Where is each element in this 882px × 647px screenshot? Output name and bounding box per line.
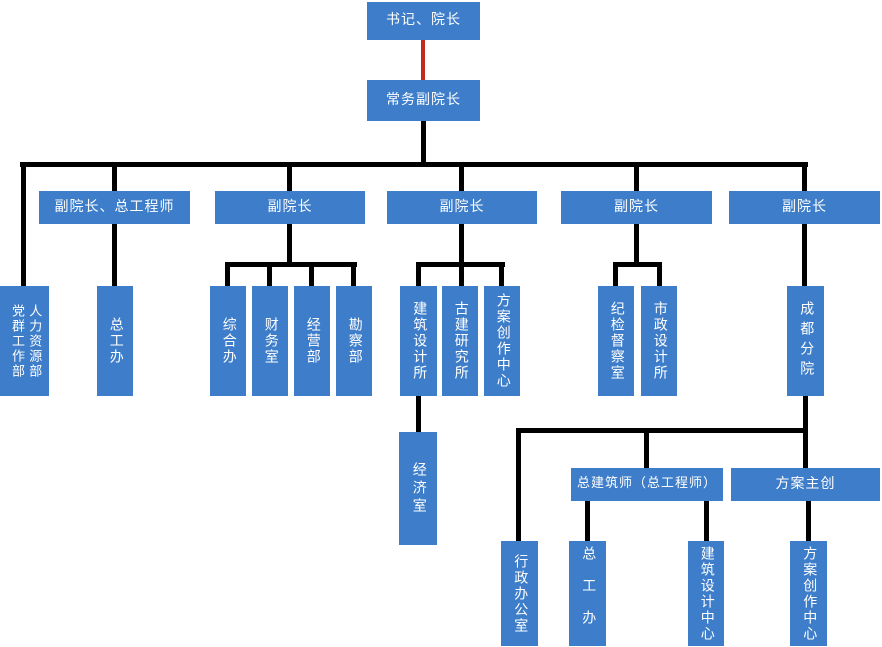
node-survey: 勘察部: [336, 286, 372, 396]
node-chief-architect: 总建筑师（总工程师）: [571, 468, 723, 501]
connector-drop-admin-office: [516, 428, 521, 541]
node-chengdu-branch: 成都分院: [787, 286, 824, 396]
connector-drop-vp1: [287, 167, 292, 191]
node-architecture-institute: 建筑设计所: [400, 286, 437, 396]
node-label: 常务副院长: [386, 91, 461, 108]
node-finance: 财务室: [252, 286, 288, 396]
node-label: 副院长: [614, 198, 659, 215]
node-general-office: 综合办: [210, 286, 246, 396]
connector-drop-vp2: [459, 167, 464, 191]
connector-drop-chief-architect: [644, 433, 649, 468]
node-concept-creation-center: 方案创作中心: [484, 286, 520, 396]
node-executive: 常务副院长: [367, 80, 480, 121]
connector-drop-vp4: [802, 167, 807, 191]
connector-below-vp-chief: [112, 224, 117, 286]
connector-drop-architecture-center: [704, 501, 709, 541]
connector-drop-vp-chief: [112, 167, 117, 191]
connector-vp1-horizontal: [225, 262, 357, 267]
node-label: 方案主创: [775, 475, 836, 492]
node-label: 经营部: [304, 317, 321, 365]
connector-drop-ancient-architecture: [459, 262, 464, 286]
node-discipline-inspection: 纪检督察室: [598, 286, 634, 396]
node-label: 方案创作中心: [494, 293, 511, 389]
node-operations: 经营部: [294, 286, 330, 396]
connector-executive-riser: [421, 121, 426, 162]
connector-drop-operations: [309, 262, 314, 286]
node-concept-lead: 方案主创: [731, 468, 880, 501]
connector-drop-municipal-design: [657, 262, 662, 286]
connector-chengdu-horizontal: [516, 428, 808, 433]
connector-below-vp3: [634, 224, 639, 267]
connector-below-vp2: [459, 224, 464, 267]
node-concept-creation-center-chengdu: 方案创作中心: [790, 541, 827, 646]
connector-below-vp1: [287, 224, 292, 267]
node-vp2: 副院长: [387, 191, 537, 224]
node-label: 财务室: [262, 317, 279, 365]
node-label: 行政办公室: [512, 553, 529, 634]
connector-drop-discipline-inspection: [613, 262, 618, 286]
connector-below-vp4: [802, 224, 807, 286]
node-label: 总建筑师（总工程师）: [576, 476, 717, 492]
connector-below-chengdu: [803, 396, 808, 433]
node-label: 副院长: [782, 198, 827, 215]
node-vp3: 副院长: [561, 191, 712, 224]
node-root: 书记、院长: [367, 2, 480, 40]
connector-architecture-economics: [416, 396, 421, 432]
node-chief-engineer-office-chengdu: 总工办: [569, 541, 606, 646]
connector-drop-finance: [267, 262, 272, 286]
node-label: 经济室: [410, 461, 427, 516]
node-label: 古建研究所: [452, 301, 469, 381]
node-label: 书记、院长: [386, 12, 461, 29]
connector-vp3-horizontal: [613, 262, 662, 267]
connector-drop-survey: [351, 262, 356, 286]
node-label: 总工办: [107, 317, 124, 365]
node-label: 总工办: [580, 545, 597, 642]
node-municipal-design: 市政设计所: [641, 286, 677, 396]
connector-root-executive: [421, 40, 425, 80]
node-label: 副院长、总工程师: [54, 198, 175, 215]
connector-main-horizontal: [20, 162, 808, 167]
node-admin-office: 行政办公室: [501, 541, 538, 646]
connector-drop-vp3: [634, 167, 639, 191]
node-chief-engineer-office: 总工办: [97, 286, 133, 396]
node-label: 勘察部: [346, 317, 363, 365]
node-label: 建筑设计中心: [698, 545, 715, 642]
node-label: 副院长: [267, 198, 313, 215]
node-ancient-architecture: 古建研究所: [442, 286, 478, 396]
node-architecture-center: 建筑设计中心: [688, 541, 724, 646]
node-label: 纪检督察室: [608, 301, 625, 381]
node-label: 成都分院: [798, 301, 815, 381]
node-vp1: 副院长: [215, 191, 365, 224]
node-vp-chief-engineer: 副院长、总工程师: [39, 191, 190, 224]
connector-drop-chief-engineer-office2: [585, 501, 590, 541]
node-label: 建筑设计所: [411, 301, 428, 381]
node-vp4: 副院长: [729, 191, 880, 224]
node-label-party-mass: 党群工作部: [9, 303, 24, 379]
node-label-hr: 人力资源部: [26, 303, 42, 379]
connector-drop-general-office: [225, 262, 230, 286]
node-label: 综合办: [220, 317, 237, 365]
connector-drop-concept-lead: [803, 433, 808, 468]
node-label: 方案创作中心: [801, 545, 818, 642]
connector-drop-concept-creation2: [806, 501, 811, 541]
node-party-mass-and-hr: 党群工作部 人力资源部: [0, 286, 49, 396]
node-economics: 经济室: [399, 432, 437, 545]
connector-drop-concept-creation: [499, 262, 504, 286]
node-label: 市政设计所: [651, 301, 668, 381]
connector-drop-architecture-institute: [416, 262, 421, 286]
connector-drop-party-hr: [21, 162, 26, 286]
node-label: 副院长: [439, 198, 485, 215]
